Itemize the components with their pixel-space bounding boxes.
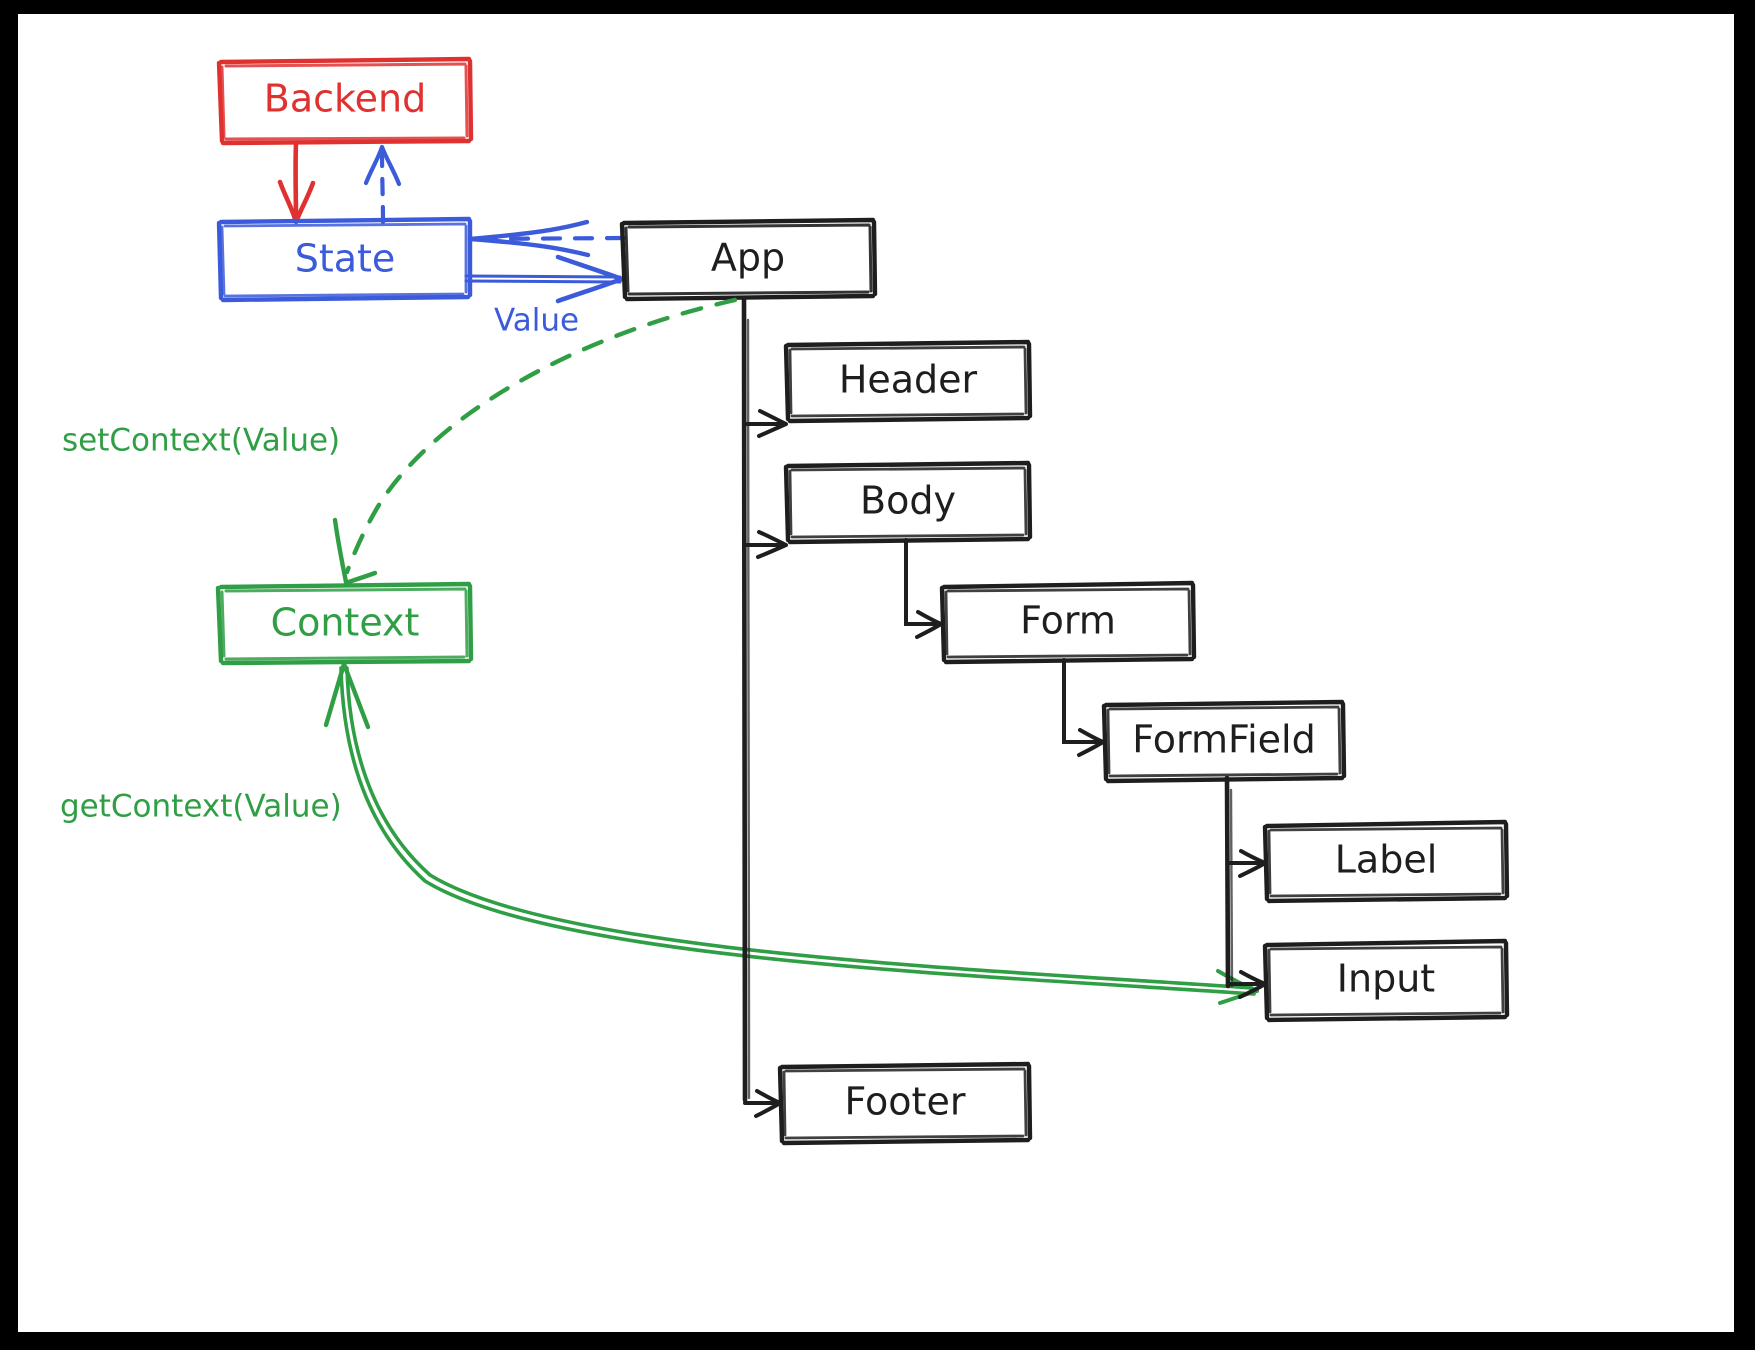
- node-app-label: App: [711, 236, 785, 280]
- getcontext-label: getContext(Value): [60, 789, 342, 825]
- node-footer-label: Footer: [845, 1080, 966, 1124]
- edge-app-to-state: [467, 219, 627, 258]
- app-trunk-line: [741, 295, 751, 1103]
- formfield-trunk-line: [1224, 775, 1234, 989]
- edge-state-to-app-value: Value: [464, 254, 625, 339]
- node-header[interactable]: Header: [783, 339, 1033, 424]
- node-context[interactable]: Context: [215, 581, 474, 666]
- node-label[interactable]: Label: [1262, 819, 1510, 904]
- node-context-label: Context: [271, 601, 420, 645]
- edge-form-to-formfield: [1062, 658, 1105, 757]
- edge-value-label: Value: [494, 303, 579, 339]
- node-backend-label: Backend: [264, 77, 426, 121]
- edge-backend-to-state: [277, 140, 316, 225]
- edge-state-to-backend: [363, 144, 402, 225]
- node-body[interactable]: Body: [783, 460, 1033, 545]
- node-input[interactable]: Input: [1262, 938, 1510, 1023]
- setcontext-label: setContext(Value): [62, 423, 340, 459]
- node-footer[interactable]: Footer: [777, 1061, 1033, 1146]
- node-state-label: State: [295, 237, 396, 281]
- node-formfield-label: FormField: [1132, 718, 1315, 762]
- edge-app-to-footer: [743, 1089, 782, 1118]
- edge-body-to-form: [904, 538, 943, 639]
- edge-formfield-to-input: [1227, 970, 1267, 999]
- node-input-label: Input: [1337, 957, 1435, 1001]
- node-formfield[interactable]: FormField: [1101, 699, 1347, 784]
- node-form-label: Form: [1020, 599, 1116, 643]
- edge-formfield-to-label: [1226, 849, 1267, 878]
- node-label-label: Label: [1335, 838, 1438, 882]
- edge-app-to-context: setContext(Value): [62, 297, 738, 586]
- node-form[interactable]: Form: [939, 580, 1197, 665]
- edge-app-to-header: [743, 409, 788, 438]
- node-app[interactable]: App: [619, 217, 878, 302]
- edge-app-to-body: [742, 530, 788, 559]
- node-backend[interactable]: Backend: [216, 56, 474, 146]
- edge-input-to-context: getContext(Value): [60, 661, 1259, 1005]
- node-body-label: Body: [860, 479, 956, 523]
- node-state[interactable]: State: [216, 216, 473, 303]
- node-header-label: Header: [839, 358, 978, 402]
